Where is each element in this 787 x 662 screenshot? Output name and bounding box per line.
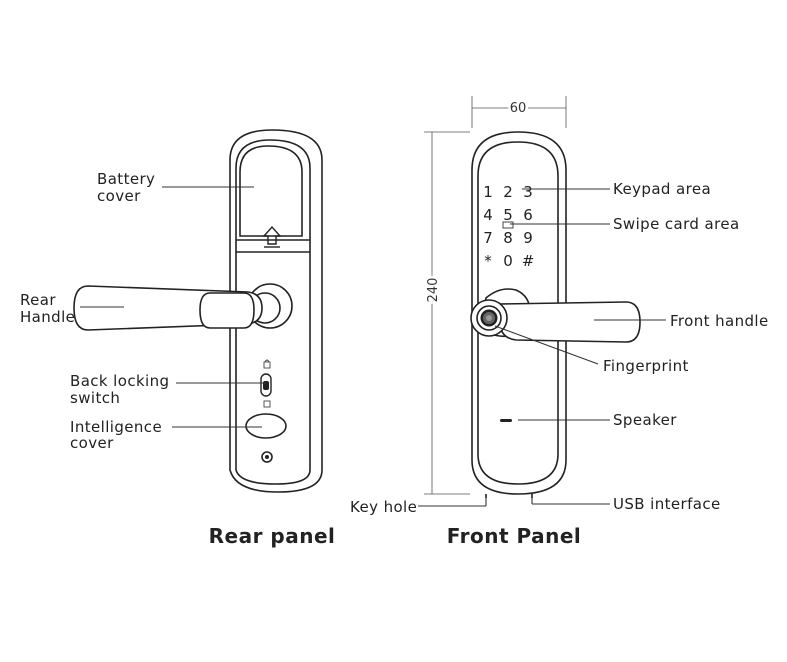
keypad-key: 5 [503,206,513,224]
battery-release-arrow-icon [262,225,282,248]
swipe-card-area-label: Swipe card area [613,215,740,233]
battery-cover-label-line: Battery [97,170,155,188]
front-handle-label: Front handle [670,312,769,330]
fingerprint-label: Fingerprint [603,357,689,375]
keypad-key: 9 [523,229,533,247]
keypad-key: 4 [483,206,493,224]
front-inner-face [477,141,559,485]
back-locking-switch-label-line: Back locking [70,372,169,390]
keypad-key: 2 [503,183,513,201]
front-panel: 60 240 1 2 3 4 5 6 7 8 9 * 0 # [424,96,641,498]
key-hole-label: Key hole [350,498,417,516]
speaker-grille [500,419,512,422]
back-locking-switch-label: Back locking switch [70,372,175,407]
battery-cover [239,145,303,237]
intelligence-cover-label-line: cover [70,434,114,452]
keypad-key: # [522,252,535,270]
intelligence-cover-label-line: Intelligence [70,418,162,436]
back-locking-switch-label-line: switch [70,389,120,407]
rear-handle-label-line: Handle [20,308,75,326]
rear-panel [73,129,323,493]
rear-inner-plate [235,139,311,485]
height-dimension-label: 240 [426,278,441,303]
keypad-key: 7 [483,229,493,247]
leader-lines [80,186,666,507]
rear-handle-label: Rear Handle [20,291,75,326]
swipe-card-marker [502,221,514,229]
fingerprint-reader [470,299,508,337]
rear-panel-title: Rear panel [209,524,336,548]
keypad-key: 8 [503,229,513,247]
front-handle [499,301,641,343]
keypad-area-label: Keypad area [613,180,711,198]
usb-interface-label: USB interface [613,495,721,513]
keypad-key: * [484,252,492,270]
speaker-label: Speaker [613,411,677,429]
rear-handle-label-line: Rear [20,291,56,309]
front-panel-title: Front Panel [447,524,582,548]
keypad-key: 6 [523,206,533,224]
back-locking-switch [260,359,272,408]
width-dimension: 60 [471,96,567,128]
keypad-key: 1 [483,183,493,201]
keypad-key: 0 [503,252,513,270]
intelligence-cover [245,413,287,439]
intelligence-cover-label: Intelligence cover [70,418,167,452]
keypad-key: 3 [523,183,533,201]
battery-cover-label: Battery cover [97,170,161,205]
width-dimension-label: 60 [510,101,527,116]
height-dimension: 240 [424,131,470,495]
battery-cover-label-line: cover [97,187,141,205]
keypad: 1 2 3 4 5 6 7 8 9 * 0 # [483,183,534,270]
